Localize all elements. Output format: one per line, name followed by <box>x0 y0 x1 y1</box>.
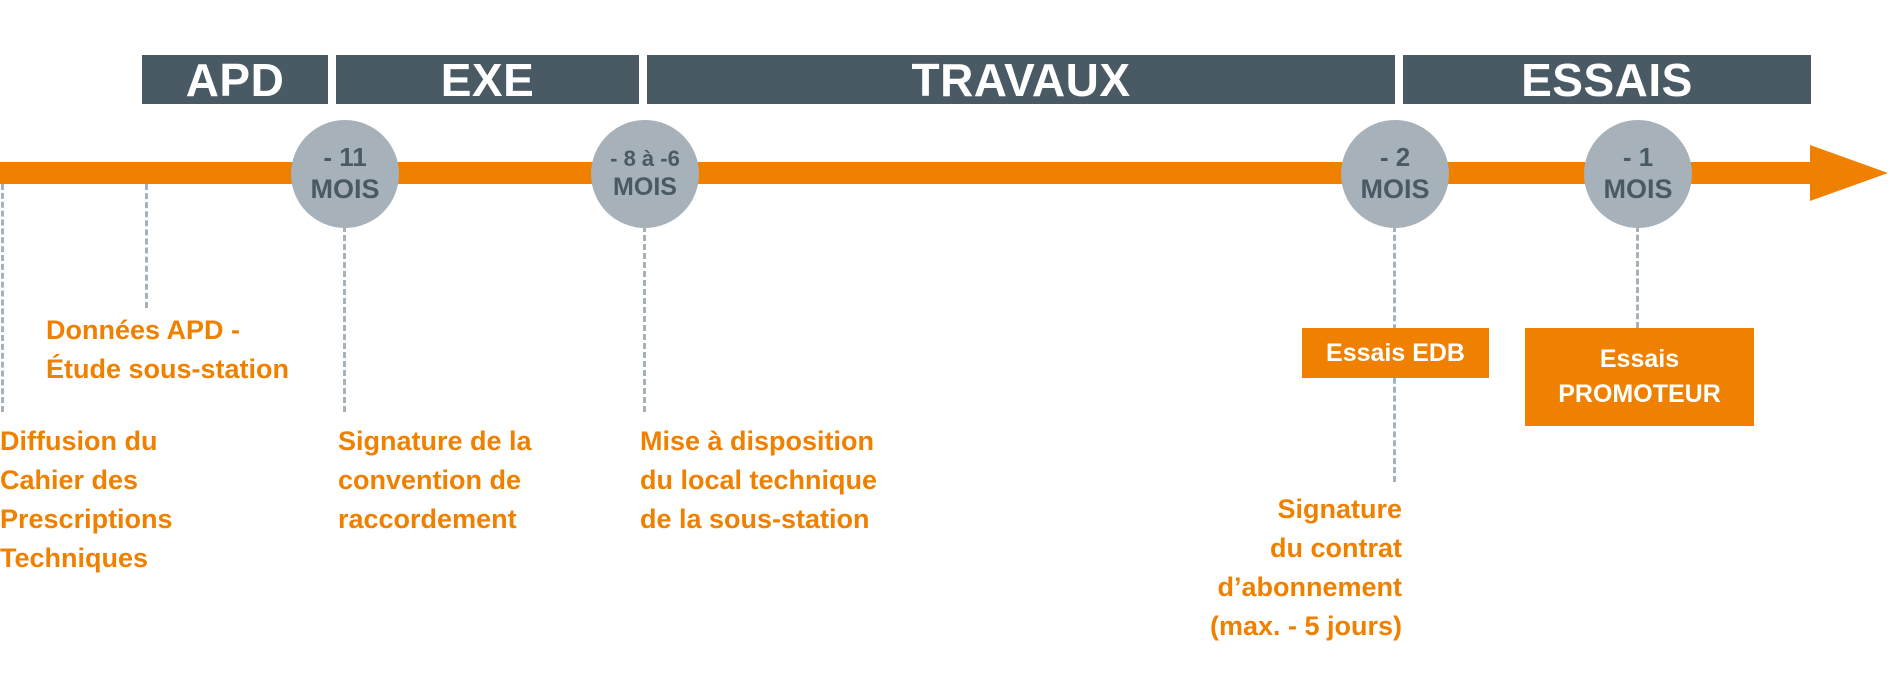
milestone-m2-value: - 2 <box>1379 141 1411 172</box>
phase-exe-label: EXE <box>440 53 535 106</box>
box-essais-edb: Essais EDB <box>1302 328 1489 378</box>
connector-m8-6 <box>643 226 646 412</box>
label-diffusion-cahier: Diffusion du Cahier des Prescriptions Te… <box>0 426 173 573</box>
timeline-arrow-head-icon <box>1810 145 1888 201</box>
milestone-minus-8-to-6-months: - 8 à -6 MOIS <box>591 120 699 228</box>
milestone-minus-2-months: - 2 MOIS <box>1341 120 1449 228</box>
label-signature-contrat: Signature du contrat d’abonnement (max. … <box>1209 494 1402 641</box>
milestone-m8-6-unit: MOIS <box>613 173 677 202</box>
phase-travaux: TRAVAUX <box>647 53 1395 106</box>
phase-apd-label: APD <box>185 53 285 106</box>
timeline-arrow-shaft <box>0 162 1816 184</box>
phase-apd: APD <box>142 53 328 106</box>
milestone-minus-11-months: - 11 MOIS <box>291 120 399 228</box>
connector-donnees-apd <box>145 184 148 308</box>
milestone-m1-value: - 1 <box>1622 141 1654 172</box>
milestone-m1-unit: MOIS <box>1603 174 1673 205</box>
milestone-m11-value: - 11 <box>323 141 367 172</box>
milestone-m2-unit: MOIS <box>1360 174 1430 205</box>
milestone-m11-unit: MOIS <box>310 174 380 205</box>
phase-essais-label: ESSAIS <box>1521 53 1693 106</box>
connector-m1 <box>1636 226 1639 328</box>
label-donnees-apd: Données APD - Étude sous-station <box>46 315 290 384</box>
box-essais-promoteur: Essais PROMOTEUR <box>1525 328 1754 426</box>
phase-travaux-label: TRAVAUX <box>911 53 1131 106</box>
milestone-minus-1-month: - 1 MOIS <box>1584 120 1692 228</box>
phase-exe: EXE <box>336 53 639 106</box>
connector-m11 <box>343 226 346 412</box>
phase-essais: ESSAIS <box>1403 53 1811 106</box>
milestone-m8-6-value: - 8 à -6 <box>610 145 680 171</box>
connector-diffusion <box>1 184 4 412</box>
label-signature-convention: Signature de la convention de raccordeme… <box>338 426 532 534</box>
label-mise-a-disposition: Mise à disposition du local technique de… <box>640 426 878 534</box>
